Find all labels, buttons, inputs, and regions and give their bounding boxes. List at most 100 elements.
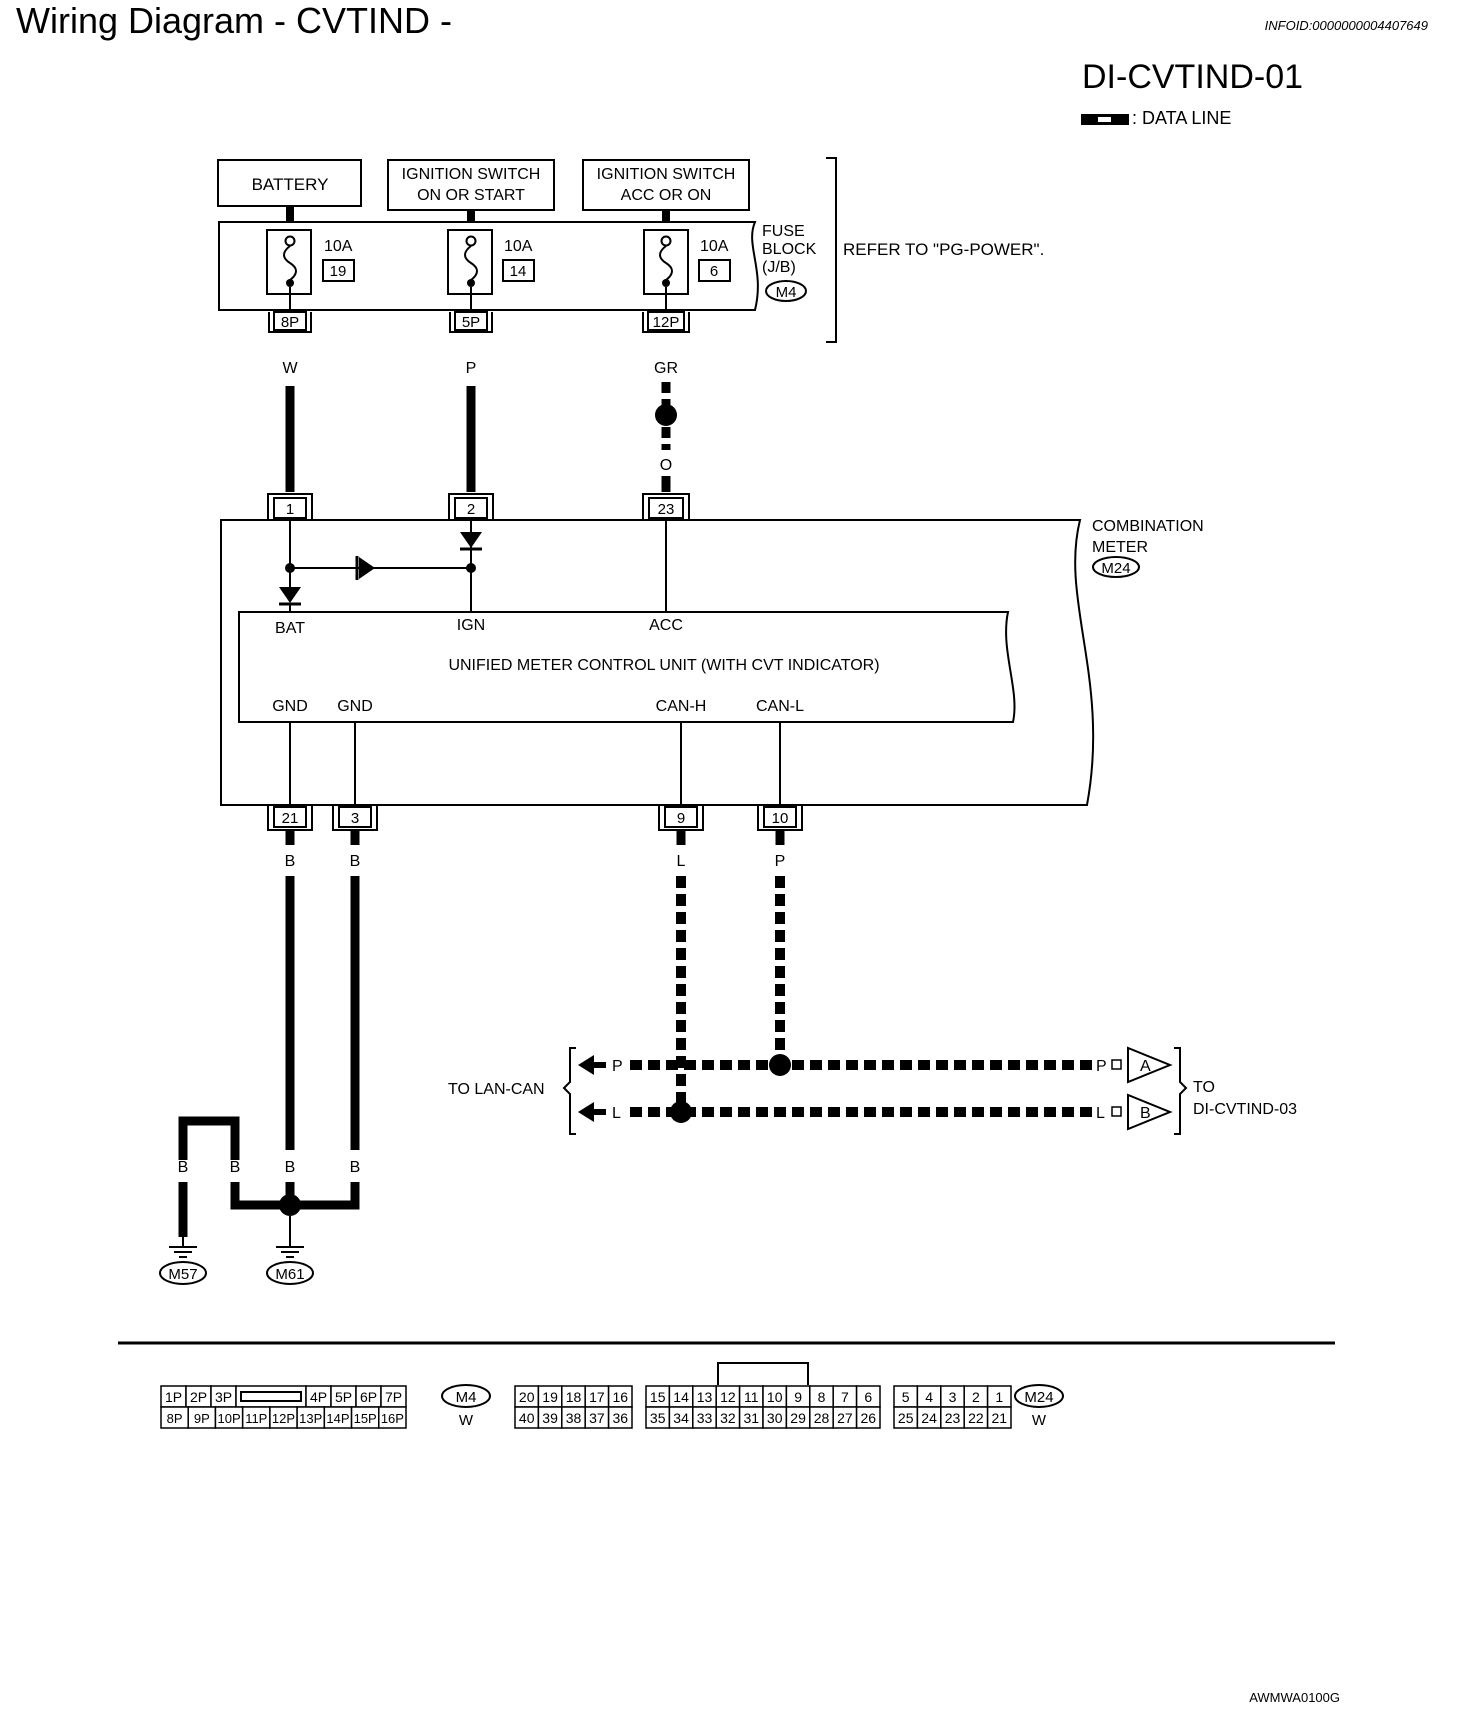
connector-pin-label: 36: [613, 1410, 629, 1426]
svg-text:W: W: [1032, 1412, 1047, 1429]
connector-pin-label: 12: [720, 1389, 736, 1405]
svg-text:BLOCK: BLOCK: [762, 241, 817, 258]
source-battery-label: BATTERY: [252, 175, 329, 194]
wire-color-b-3: B: [350, 853, 361, 870]
wire-color-p-10: P: [775, 853, 786, 870]
connector-pin-label: 9P: [194, 1411, 210, 1426]
connector-pin-label: 37: [589, 1410, 605, 1426]
connector-pin-label: 33: [697, 1410, 713, 1426]
connector-pin-label: 10: [767, 1389, 783, 1405]
fuse-14: 10A 14: [447, 229, 535, 310]
svg-text:M61: M61: [275, 1266, 304, 1283]
svg-text:19: 19: [330, 263, 347, 280]
connector-blank-cavity: [240, 1391, 302, 1402]
svg-text:10A: 10A: [324, 238, 353, 255]
wire-color-w: W: [282, 360, 298, 377]
svg-text:9: 9: [677, 810, 685, 827]
splice-can-p: [769, 1054, 791, 1076]
svg-text:W: W: [459, 1412, 474, 1429]
to-cvtind-bracket: [1174, 1047, 1188, 1135]
connector-pin-label: 30: [767, 1410, 783, 1426]
fuse-block: [218, 221, 759, 311]
connector-pin-label: 16: [613, 1389, 629, 1405]
connector-pin-label: 40: [519, 1410, 535, 1426]
connector-pin-label: 11: [744, 1389, 759, 1405]
source-battery: BATTERY: [217, 159, 362, 207]
connector-cell: [855, 1406, 881, 1429]
wire-color-b-21: B: [285, 853, 296, 870]
arrow-lan-can-l: [578, 1102, 594, 1122]
terminal-2: 2: [448, 493, 494, 520]
connector-pin-label: 38: [566, 1410, 582, 1426]
svg-text:IGNITION SWITCH: IGNITION SWITCH: [597, 166, 736, 183]
terminal-3: 3: [332, 805, 378, 831]
svg-text:M4: M4: [456, 1389, 477, 1406]
connector-a-icon: [1127, 1046, 1173, 1084]
wire-ground-m57: [178, 1116, 240, 1160]
connector-pin-label: 29: [790, 1410, 806, 1426]
terminal-1: 1: [267, 493, 313, 520]
svg-text:P: P: [612, 1058, 623, 1075]
connector-pin-label: 13: [697, 1389, 713, 1405]
terminal-8p: 8P: [268, 311, 312, 333]
svg-text:23: 23: [658, 501, 675, 518]
svg-text:21: 21: [282, 810, 299, 827]
ref-bracket: [826, 157, 837, 343]
page-title: Wiring Diagram - CVTIND -: [16, 0, 453, 41]
connector-pin-label: 28: [814, 1410, 830, 1426]
svg-text:(J/B): (J/B): [762, 259, 796, 276]
connector-pin-label: 22: [968, 1410, 984, 1426]
svg-text:M57: M57: [168, 1266, 197, 1283]
connector-pin-label: 12P: [272, 1411, 295, 1426]
connector-cell: [235, 1385, 307, 1408]
connector-pin-label: 10P: [217, 1411, 240, 1426]
connector-pin-label: 14: [673, 1389, 689, 1405]
wire-color-l-9: L: [677, 853, 686, 870]
connector-m4-label: M4 W: [441, 1384, 491, 1429]
pin-can-l: CAN-L: [756, 698, 804, 715]
diagram-code: DI-CVTIND-01: [1082, 58, 1303, 96]
connector-pin-label: 27: [837, 1410, 853, 1426]
svg-text:3: 3: [351, 810, 359, 827]
connector-pin-label: 15: [650, 1389, 666, 1405]
lan-can-label: TO LAN-CAN: [448, 1081, 545, 1098]
svg-text:TO: TO: [1193, 1079, 1215, 1096]
connector-m24-lock: [717, 1362, 809, 1385]
pin-can-h: CAN-H: [656, 698, 707, 715]
connector-pin-label: 21: [992, 1410, 1008, 1426]
connector-pin-label: 14P: [326, 1411, 349, 1426]
svg-text:6: 6: [710, 263, 718, 280]
source-ignition-on-start: IGNITION SWITCH ON OR START: [387, 159, 555, 211]
fuse-6: 10A 6: [643, 229, 731, 310]
svg-text:ON OR START: ON OR START: [417, 187, 525, 204]
wire-color-g1: B: [178, 1159, 189, 1176]
connector-pin-label: 11P: [245, 1411, 267, 1426]
connector-pin-label: 23: [945, 1410, 961, 1426]
ground-symbol-m61: [275, 1236, 305, 1258]
connector-pin-label: 34: [673, 1410, 689, 1426]
pin-gnd-1: GND: [272, 698, 308, 715]
connector-m24-label: M24 W: [1014, 1384, 1064, 1429]
connector-pin-label: 1P: [165, 1389, 182, 1405]
svg-text:M4: M4: [776, 284, 797, 301]
connector-pin-label: 2: [972, 1389, 980, 1405]
svg-text:M24: M24: [1024, 1389, 1053, 1406]
wire-color-g4: B: [350, 1159, 361, 1176]
diode-cross: [359, 557, 375, 579]
connector-cell: [378, 1406, 407, 1429]
svg-text:M24: M24: [1101, 560, 1130, 577]
pin-gnd-2: GND: [337, 698, 373, 715]
wire-color-p: P: [466, 360, 477, 377]
connector-pin-label: 13P: [299, 1411, 322, 1426]
unified-meter-control-unit: [238, 611, 1016, 723]
unit-name: UNIFIED METER CONTROL UNIT (WITH CVT IND…: [448, 657, 879, 674]
svg-text:L: L: [612, 1105, 621, 1122]
connector-pin-label: 5P: [335, 1389, 352, 1405]
connector-b-icon: [1127, 1093, 1173, 1131]
svg-text:B: B: [1140, 1105, 1151, 1122]
svg-text:IGNITION SWITCH: IGNITION SWITCH: [402, 166, 541, 183]
connector-pin-label: 31: [744, 1410, 760, 1426]
